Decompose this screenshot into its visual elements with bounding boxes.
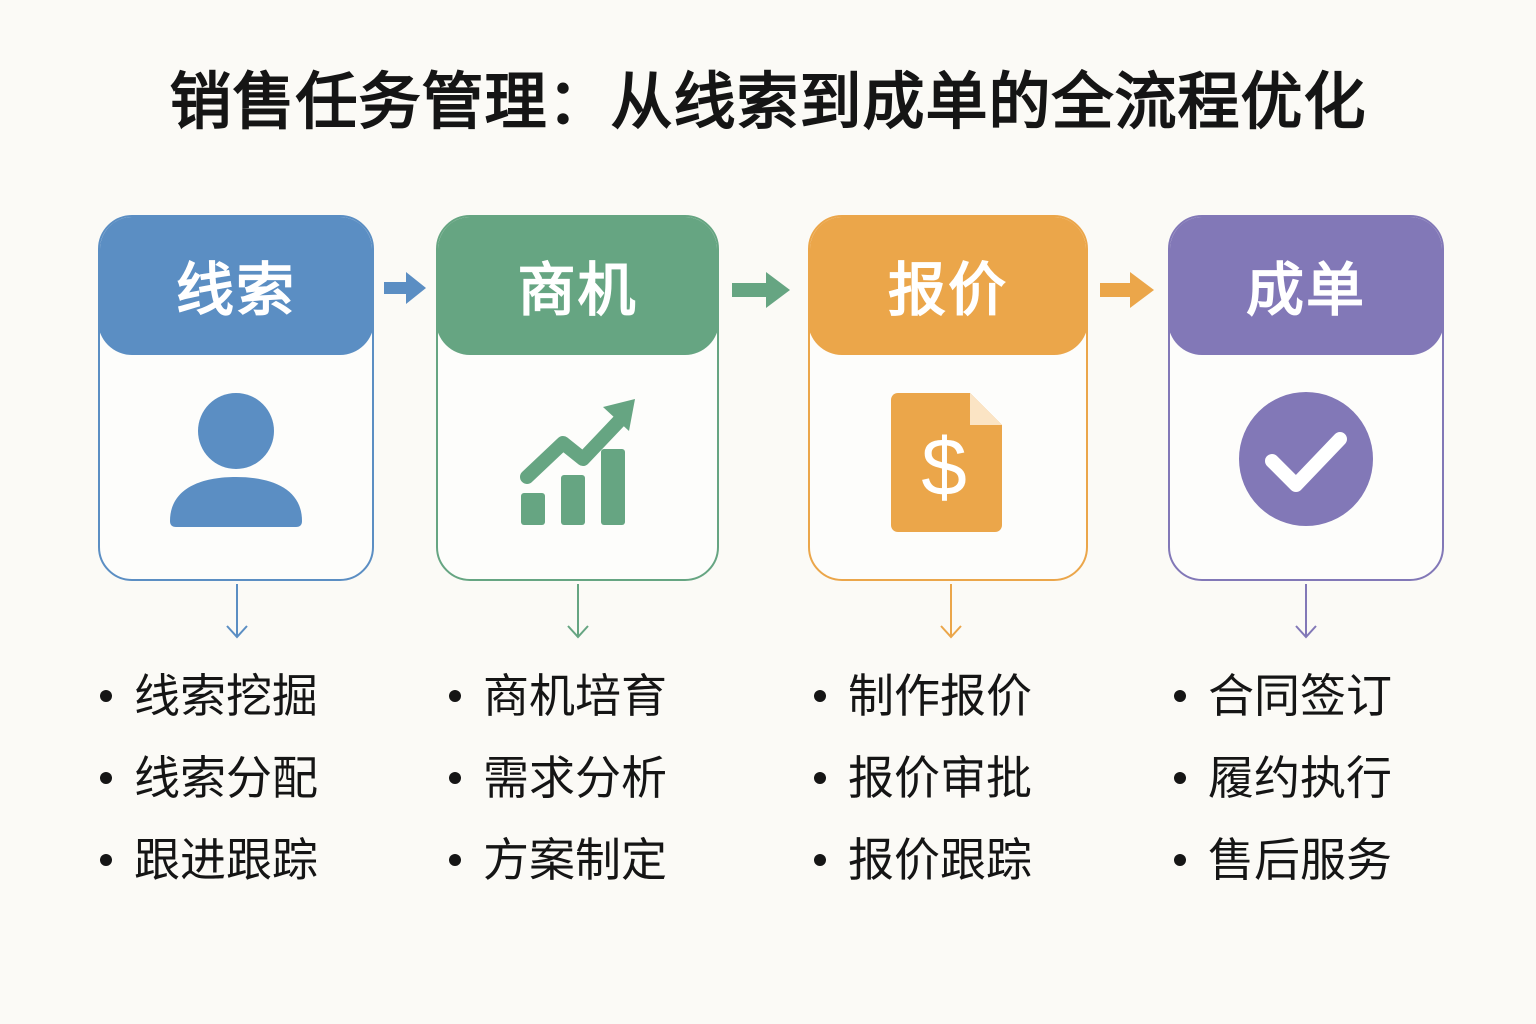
list-item: 跟进跟踪 bbox=[100, 819, 318, 901]
quote-task-list: 制作报价 报价审批 报价跟踪 bbox=[814, 655, 1032, 901]
task-label: 商机培育 bbox=[483, 669, 667, 723]
bullet-dot bbox=[1174, 854, 1186, 866]
list-item: 报价跟踪 bbox=[814, 819, 1032, 901]
flow-arrow-icon bbox=[384, 272, 426, 304]
deal-task-list: 合同签订 履约执行 售后服务 bbox=[1174, 655, 1392, 901]
task-label: 方案制定 bbox=[483, 833, 667, 887]
stage-header-opportunity: 商机 bbox=[438, 217, 717, 355]
opportunity-task-list: 商机培育 需求分析 方案制定 bbox=[449, 655, 667, 901]
list-item: 合同签订 bbox=[1174, 655, 1392, 737]
list-item: 线索分配 bbox=[100, 737, 318, 819]
stage-card-deal: 成单 bbox=[1168, 215, 1444, 581]
bullet-dot bbox=[449, 854, 461, 866]
task-label: 合同签订 bbox=[1208, 669, 1392, 723]
list-item: 履约执行 bbox=[1174, 737, 1392, 819]
person-icon bbox=[170, 393, 302, 527]
bullet-dot bbox=[1174, 772, 1186, 784]
task-label: 售后服务 bbox=[1208, 833, 1392, 887]
list-item: 制作报价 bbox=[814, 655, 1032, 737]
bullet-dot bbox=[100, 854, 112, 866]
down-arrow-icon bbox=[567, 584, 589, 639]
stage-header-deal: 成单 bbox=[1170, 217, 1442, 355]
stage-title-deal: 成单 bbox=[1245, 256, 1366, 324]
down-arrow-icon bbox=[1295, 584, 1317, 639]
bullet-dot bbox=[449, 772, 461, 784]
checkmark-circle-icon bbox=[1239, 392, 1373, 526]
task-label: 需求分析 bbox=[483, 751, 667, 805]
bullet-dot bbox=[814, 854, 826, 866]
bullet-dot bbox=[449, 690, 461, 702]
stage-header-quote: 报价 bbox=[810, 217, 1086, 355]
svg-text:$: $ bbox=[921, 422, 967, 513]
bullet-dot bbox=[814, 772, 826, 784]
stage-card-opportunity: 商机 bbox=[436, 215, 719, 581]
bullet-dot bbox=[814, 690, 826, 702]
bullet-dot bbox=[100, 690, 112, 702]
leads-task-list: 线索挖掘 线索分配 跟进跟踪 bbox=[100, 655, 318, 901]
task-label: 制作报价 bbox=[848, 669, 1032, 723]
list-item: 商机培育 bbox=[449, 655, 667, 737]
list-item: 报价审批 bbox=[814, 737, 1032, 819]
task-label: 报价跟踪 bbox=[848, 833, 1032, 887]
dollar-document-icon: $ bbox=[891, 393, 1002, 532]
flow-arrow-icon bbox=[1100, 272, 1154, 308]
down-arrow-icon bbox=[226, 584, 248, 639]
list-item: 线索挖掘 bbox=[100, 655, 318, 737]
task-label: 履约执行 bbox=[1208, 751, 1392, 805]
stage-title-leads: 线索 bbox=[175, 256, 296, 324]
growth-chart-icon bbox=[519, 399, 635, 525]
stage-card-quote: 报价 $ bbox=[808, 215, 1088, 581]
down-arrow-icon bbox=[940, 584, 962, 639]
list-item: 方案制定 bbox=[449, 819, 667, 901]
stage-title-quote: 报价 bbox=[887, 256, 1008, 324]
task-label: 报价审批 bbox=[848, 751, 1032, 805]
stage-card-leads: 线索 bbox=[98, 215, 374, 581]
stage-header-leads: 线索 bbox=[100, 217, 372, 355]
bullet-dot bbox=[100, 772, 112, 784]
bullet-dot bbox=[1174, 690, 1186, 702]
stage-title-opportunity: 商机 bbox=[517, 256, 638, 324]
list-item: 需求分析 bbox=[449, 737, 667, 819]
flow-arrow-icon bbox=[732, 272, 790, 308]
task-label: 线索挖掘 bbox=[134, 669, 318, 723]
page-title: 销售任务管理：从线索到成单的全流程优化 bbox=[169, 65, 1367, 138]
list-item: 售后服务 bbox=[1174, 819, 1392, 901]
task-label: 跟进跟踪 bbox=[134, 833, 318, 887]
task-label: 线索分配 bbox=[134, 751, 318, 805]
